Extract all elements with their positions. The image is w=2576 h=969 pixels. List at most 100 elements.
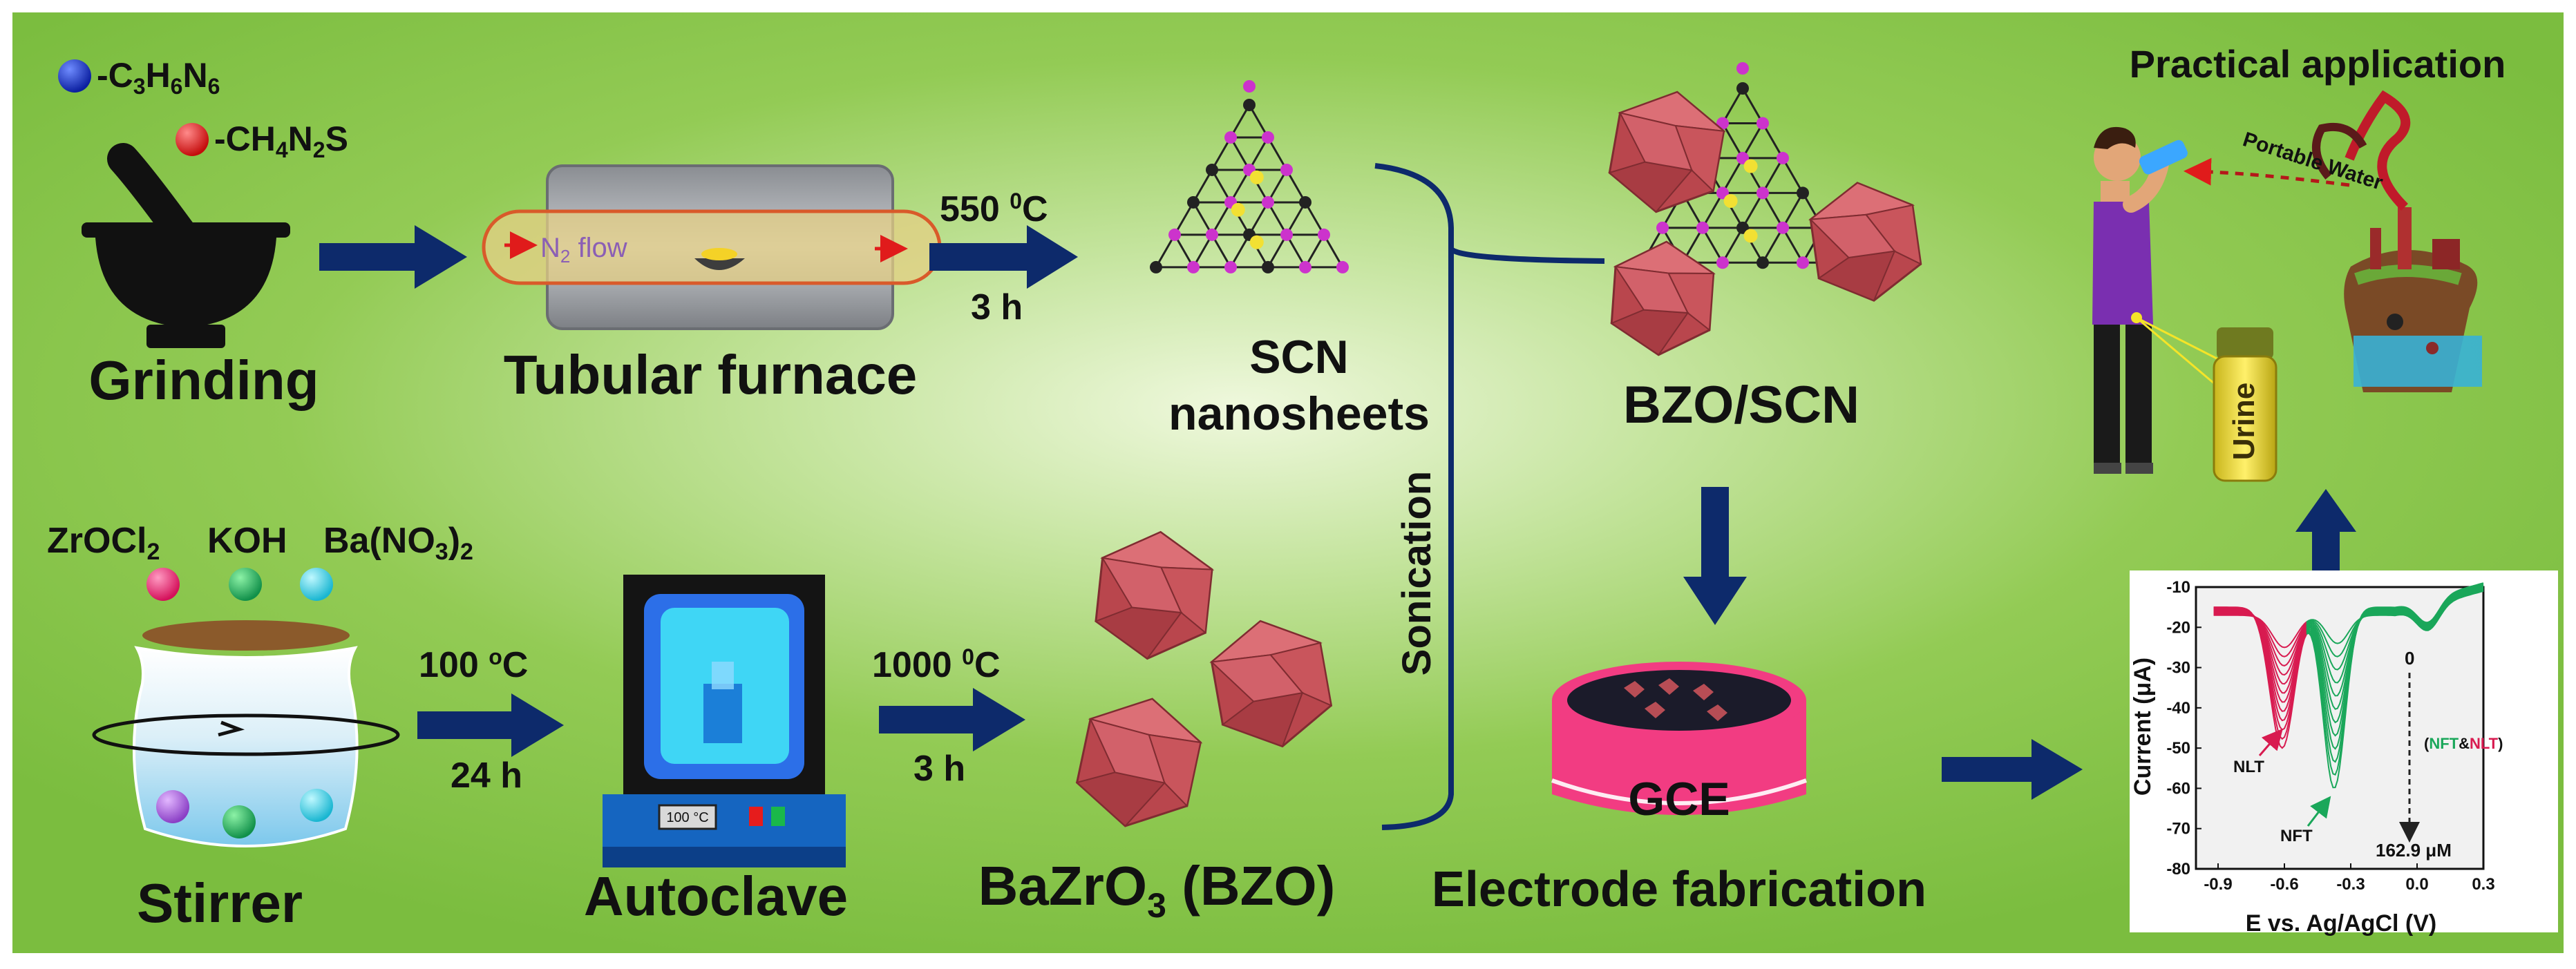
bzo-crystals [1075, 530, 1333, 827]
sulfur-atom [1743, 159, 1758, 173]
bond-line [1304, 234, 1325, 268]
atom [1797, 186, 1809, 200]
bond-line [1741, 192, 1764, 229]
scn-nanosheet-structure [1150, 80, 1349, 274]
crystal-face [1089, 718, 1166, 784]
sulfur-atom [1231, 202, 1245, 217]
bond-line [1173, 202, 1195, 236]
chart-x-axis-label: E vs. Ag/AgCl (V) [2246, 910, 2436, 937]
y-tick-label: -70 [2166, 820, 2190, 838]
atom [1299, 195, 1311, 209]
tubular-furnace-label: Tubular furnace [504, 344, 918, 405]
atom [1756, 256, 1769, 269]
atom [1777, 151, 1789, 164]
chart-nft-arrow [2307, 796, 2331, 827]
atom [1716, 186, 1729, 200]
time-3h-label-a: 3 h [971, 287, 1023, 327]
bond-line [1741, 122, 1764, 159]
bond-line [1211, 202, 1232, 236]
arrow-autoclave-to-bzo [879, 688, 1025, 751]
bond-line [1285, 169, 1307, 203]
precursor-legend: -C3H6N6 -CH4N2S [58, 56, 348, 162]
bzo-crystal [1094, 530, 1215, 660]
bond-line [1781, 157, 1804, 194]
bond-line [1761, 192, 1784, 229]
atom [1280, 228, 1293, 241]
bond-line [1211, 137, 1232, 171]
bond-line [1781, 227, 1804, 264]
ba-no3-ball-icon [300, 568, 333, 601]
reagent-koh: KOH [207, 521, 287, 561]
bond-line [1173, 234, 1195, 268]
bond-line [1701, 192, 1724, 229]
autoclave-display-text: 100 °C [666, 810, 708, 825]
arrow-bzo-scn-to-gce [1683, 487, 1747, 625]
atom [1243, 80, 1256, 93]
atom [1262, 131, 1274, 144]
temp-1000-label: 1000 0C [872, 644, 1001, 685]
koh-ball-icon [229, 568, 262, 601]
time-3h-label-b: 3 h [913, 749, 965, 789]
bond-line [1267, 202, 1288, 236]
y-tick-label: -50 [2166, 739, 2190, 758]
atom [1280, 163, 1293, 176]
x-tick-label: 0.3 [2472, 875, 2494, 894]
atom [1656, 221, 1669, 234]
y-tick-label: -80 [2166, 860, 2190, 879]
y-tick-label: -30 [2166, 659, 2190, 678]
bond-line [1267, 169, 1288, 203]
bzo-crystal [1610, 240, 1716, 356]
person-drinking-icon [2092, 126, 2237, 474]
n2-flow-label: N2 flow [540, 233, 627, 267]
melamine-formula: -C3H6N6 [97, 56, 220, 99]
y-tick-label: -60 [2166, 779, 2190, 798]
bond-line [1248, 137, 1269, 171]
arrow-stirrer-to-autoclave [417, 693, 564, 757]
atom [1224, 260, 1237, 274]
atom [1777, 221, 1789, 234]
atom [1336, 260, 1349, 274]
chart-series-legend: (NFT&NLT) [2424, 735, 2503, 752]
x-tick-label: 0.0 [2405, 875, 2428, 894]
atom [1224, 131, 1237, 144]
bond-line [1741, 88, 1764, 124]
atom [1262, 195, 1274, 209]
atom [1150, 260, 1162, 274]
grinding-label: Grinding [88, 349, 319, 411]
crystal-face [1210, 654, 1304, 702]
atom [1736, 82, 1749, 95]
polluted-water-icon [2312, 90, 2482, 392]
nft-series-line [2306, 582, 2484, 789]
y-tick-label: -20 [2166, 618, 2190, 637]
sulfur-atom [1723, 193, 1738, 208]
bond-line [1701, 227, 1724, 264]
atom [1736, 62, 1749, 75]
atom [1756, 186, 1769, 200]
bond-line [1267, 137, 1288, 171]
bond-line [1721, 157, 1744, 194]
sulfur-atom [1249, 235, 1264, 249]
bond-line [1781, 192, 1804, 229]
crystal-face [1101, 557, 1183, 614]
bzo-scn-label: BZO/SCN [1623, 376, 1859, 434]
crystal-face [1809, 213, 1896, 259]
bond-line [1721, 122, 1744, 159]
scn-label-line1: SCN [1249, 331, 1349, 383]
bond-line [1761, 157, 1784, 194]
reagent-zrocl2: ZrOCl2 [47, 521, 160, 565]
bond-line [1248, 104, 1269, 138]
reagent-ba-no3-2: Ba(NO3)2 [323, 521, 473, 565]
stirrer-jar-icon [92, 620, 400, 847]
practical-application-title: Practical application [2130, 42, 2506, 86]
urine-label: Urine [2227, 383, 2261, 460]
atom [1243, 99, 1256, 111]
sonication-brace [1374, 163, 1605, 830]
chart-curves [2213, 582, 2484, 789]
temp-550-label: 550 0C [940, 189, 1048, 229]
bzo-scn-composite-structure [1608, 62, 1922, 356]
atom [1736, 151, 1749, 164]
bond-line [1285, 234, 1307, 268]
